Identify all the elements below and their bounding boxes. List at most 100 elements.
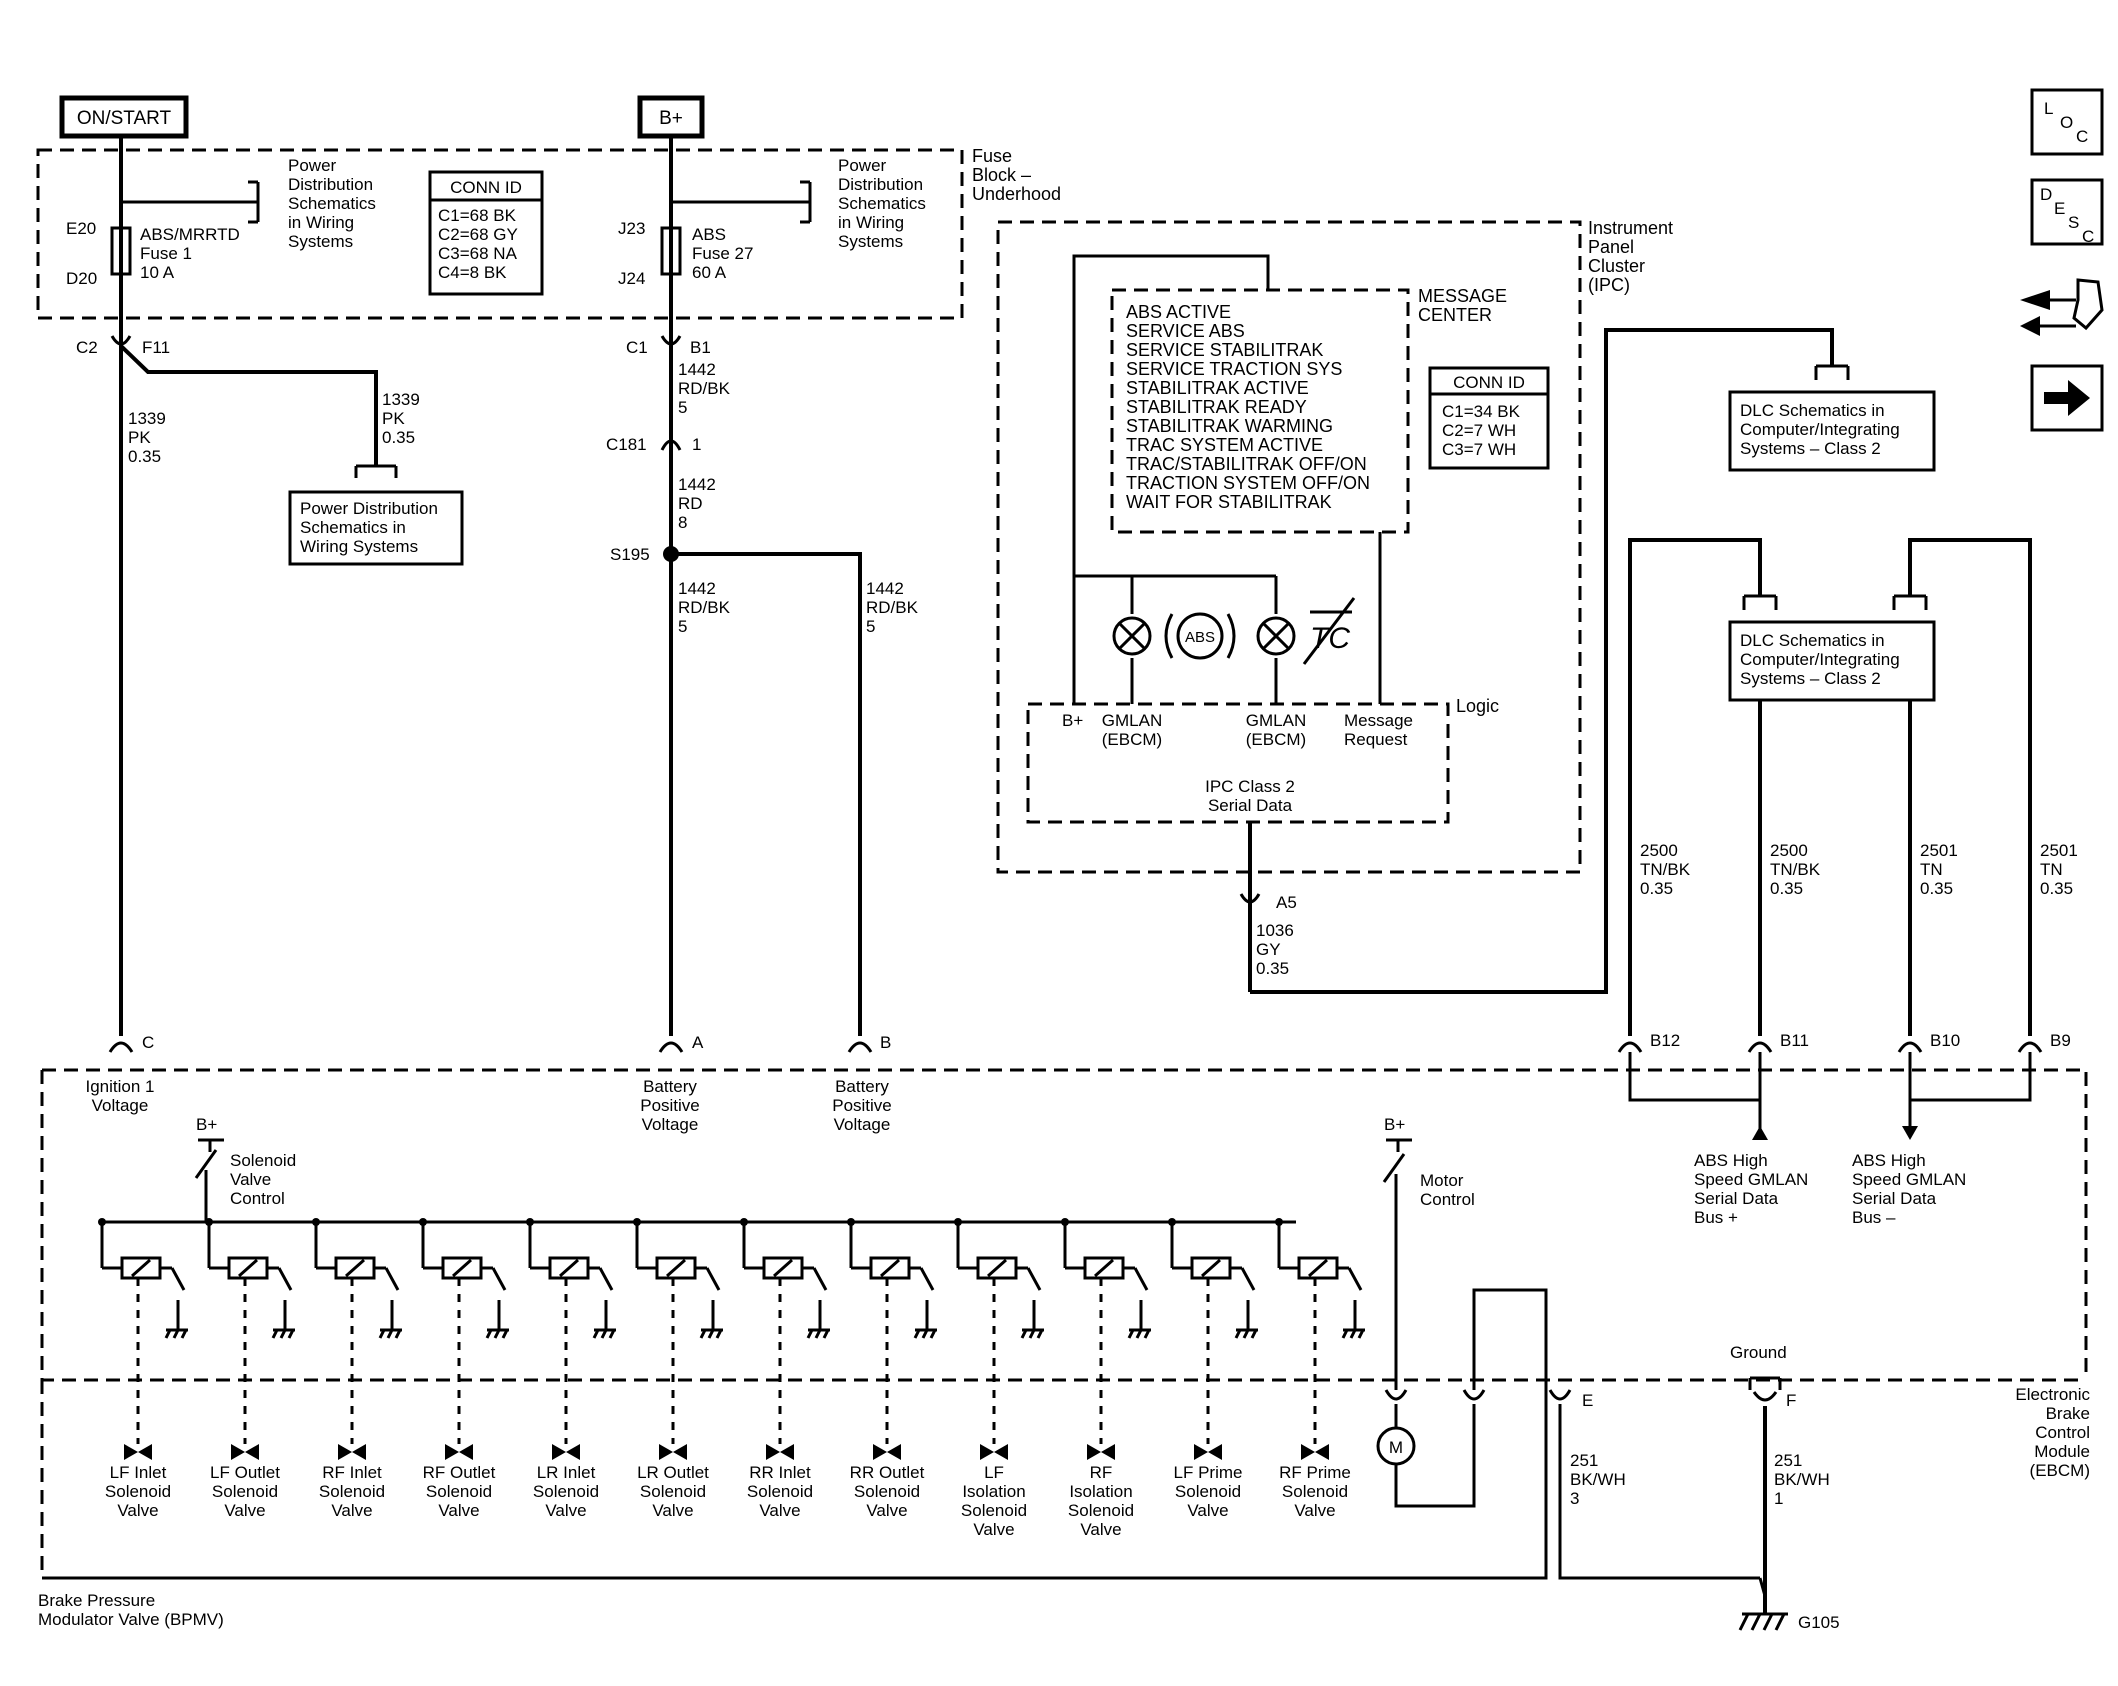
svg-text:Brake: Brake [2046,1404,2090,1423]
svg-text:GMLAN: GMLAN [1102,711,1162,730]
svg-text:D20: D20 [66,269,97,288]
svg-text:2501: 2501 [2040,841,2078,860]
power-bplus-box: B+ [637,95,705,139]
svg-text:C181: C181 [606,435,647,454]
svg-text:STABILITRAK ACTIVE: STABILITRAK ACTIVE [1126,378,1309,398]
logic-label: Logic [1456,696,1499,716]
svg-text:S: S [2068,213,2079,232]
svg-text:TRAC SYSTEM ACTIVE: TRAC SYSTEM ACTIVE [1126,435,1323,455]
svg-text:PK: PK [382,409,405,428]
svg-text:Brake Pressure: Brake Pressure [38,1591,155,1610]
desc-button[interactable]: D E S C [2030,178,2104,246]
svg-text:Bus –: Bus – [1852,1208,1896,1227]
svg-text:Block –: Block – [972,165,1031,185]
valve-label: Solenoid [1175,1482,1241,1501]
valve-label: Isolation [1069,1482,1132,1501]
ground-label: Ground [1730,1343,1787,1362]
logic-enclosure [1026,702,1450,824]
connector-view-icon[interactable] [2020,278,2104,336]
svg-text:E20: E20 [66,219,96,238]
valve-label: Valve [1080,1520,1121,1539]
valve-label: Solenoid [747,1482,813,1501]
svg-text:C2=68 GY: C2=68 GY [438,225,518,244]
valve-label: Valve [224,1501,265,1520]
svg-text:Systems – Class 2: Systems – Class 2 [1740,439,1881,458]
valve-label: LF Outlet [210,1463,280,1482]
svg-text:Instrument: Instrument [1588,218,1673,238]
svg-text:(IPC): (IPC) [1588,275,1630,295]
message-center-label: MESSAGE CENTER [1418,286,1507,325]
ebcm-pin-a: A [658,1033,704,1053]
ebcm-input-battery-1: Battery Positive Voltage [640,1077,700,1134]
svg-text:B: B [880,1033,891,1052]
fuse-27: J23 J24 ABS Fuse 27 60 A [618,219,753,290]
svg-text:Module: Module [2034,1442,2090,1461]
svg-text:ABS High: ABS High [1694,1151,1768,1170]
connector-c1-b1: C1 B1 [626,335,711,357]
svg-text:Systems: Systems [838,232,903,251]
splice-s195: S195 [610,545,679,564]
svg-text:Underhood: Underhood [972,184,1061,204]
svg-text:C3=7 WH: C3=7 WH [1442,440,1516,459]
svg-text:0.35: 0.35 [1920,879,1953,898]
bus-plus-label: ABS High Speed GMLAN Serial Data Bus + [1694,1151,1808,1227]
svg-text:Computer/Integrating: Computer/Integrating [1740,420,1900,439]
svg-text:C1=68 BK: C1=68 BK [438,206,517,225]
valve-label: Valve [331,1501,372,1520]
svg-text:C4=8 BK: C4=8 BK [438,263,507,282]
svg-text:Ignition 1: Ignition 1 [86,1077,155,1096]
svg-text:C1: C1 [626,338,648,357]
svg-text:Bus +: Bus + [1694,1208,1738,1227]
ebcm-input-battery-2: Battery Positive Voltage [832,1077,892,1134]
svg-text:Wiring Systems: Wiring Systems [300,537,418,556]
svg-text:Speed GMLAN: Speed GMLAN [1852,1170,1966,1189]
svg-text:SERVICE STABILITRAK: SERVICE STABILITRAK [1126,340,1323,360]
svg-text:0.35: 0.35 [128,447,161,466]
ebcm-pin-b9: B9 [2017,1031,2071,1053]
svg-text:Cluster: Cluster [1588,256,1645,276]
svg-text:Voltage: Voltage [834,1115,891,1134]
solenoid-valve-control: B+ Solenoid Valve Control [194,1115,296,1222]
loc-button[interactable]: L O C [2030,88,2104,156]
wire-2501-a: 2501 TN 0.35 [1920,841,1958,898]
power-dist-box: Power Distribution Schematics in Wiring … [288,490,464,566]
valve-label: Solenoid [854,1482,920,1501]
svg-text:J24: J24 [618,269,645,288]
fuse-1: E20 D20 ABS/MRRTD Fuse 1 10 A [66,219,240,290]
svg-text:1442: 1442 [866,579,904,598]
next-arrow-icon[interactable] [2030,364,2104,432]
svg-text:ABS: ABS [692,225,726,244]
valve-label: Solenoid [319,1482,385,1501]
connector-c2-f11: C2 F11 [76,335,170,357]
svg-text:Serial Data: Serial Data [1852,1189,1937,1208]
svg-text:TN: TN [1920,860,1943,879]
valve-label: RF Outlet [423,1463,496,1482]
svg-text:TN: TN [2040,860,2063,879]
svg-text:1: 1 [1774,1489,1783,1508]
svg-text:ABS High: ABS High [1852,1151,1926,1170]
svg-text:2500: 2500 [1640,841,1678,860]
valve-label: Valve [652,1501,693,1520]
svg-text:Voltage: Voltage [92,1096,149,1115]
svg-text:5: 5 [678,617,687,636]
svg-text:C2=7 WH: C2=7 WH [1442,421,1516,440]
svg-text:BK/WH: BK/WH [1570,1470,1626,1489]
ebcm-pin-b12: B12 [1617,1031,1680,1053]
valve-label: Isolation [962,1482,1025,1501]
svg-text:Serial Data: Serial Data [1694,1189,1779,1208]
svg-text:0.35: 0.35 [382,428,415,447]
svg-text:C: C [2076,127,2088,146]
svg-text:Electronic: Electronic [2015,1385,2090,1404]
svg-text:3: 3 [1570,1489,1579,1508]
valve-label: Valve [1294,1501,1335,1520]
svg-text:B10: B10 [1930,1031,1960,1050]
svg-text:Distribution: Distribution [288,175,373,194]
warning-lamp-1 [1112,616,1152,656]
svg-text:L: L [2044,99,2053,118]
svg-text:C1=34 BK: C1=34 BK [1442,402,1521,421]
wire-1339-left: 1339 PK 0.35 [128,409,166,466]
